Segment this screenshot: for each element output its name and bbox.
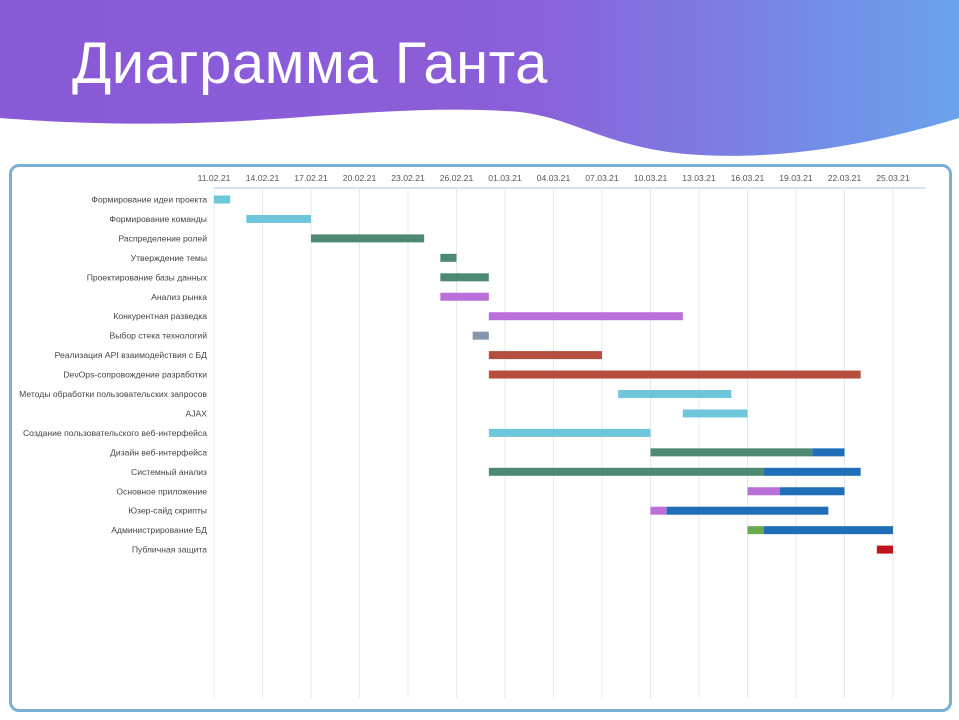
x-axis-ticks: 11.02.21 14.02.21 17.02.21 20.02.21 23.02.21… <box>198 173 910 183</box>
x-tick-label: 14.02.21 <box>246 173 280 183</box>
task-bar <box>747 526 764 535</box>
x-tick-label: 20.02.21 <box>343 173 377 183</box>
task-bar <box>876 545 893 554</box>
task-bar <box>488 370 861 379</box>
task-label: Дизайн веб-интерфейса <box>110 447 207 457</box>
x-tick-label: 25.03.21 <box>876 173 910 183</box>
x-tick-label: 13.03.21 <box>682 173 716 183</box>
task-bar <box>812 448 845 457</box>
task-bar <box>488 428 651 437</box>
task-bar <box>488 467 764 476</box>
task-bar <box>311 234 425 243</box>
task-label: Публичная защита <box>132 545 207 555</box>
header-wave-background <box>0 0 959 156</box>
x-tick-label: 19.03.21 <box>779 173 813 183</box>
task-label: Распределение ролей <box>118 233 207 243</box>
task-label: Проектирование базы данных <box>87 272 208 282</box>
task-bar <box>440 292 489 301</box>
x-tick-label: 07.03.21 <box>585 173 619 183</box>
task-label: Администрирование БД <box>111 525 207 535</box>
task-bar <box>682 409 748 418</box>
task-bar <box>488 312 683 321</box>
task-bar <box>488 351 602 360</box>
x-tick-label: 23.02.21 <box>391 173 425 183</box>
task-label: Конкурентная разведка <box>113 311 207 321</box>
slide-title: Диаграмма Ганта <box>72 31 548 96</box>
grid-layer <box>213 187 926 698</box>
x-tick-label: 04.03.21 <box>537 173 571 183</box>
task-bar <box>666 506 829 515</box>
task-bar <box>650 506 667 515</box>
task-bar <box>779 487 845 496</box>
task-bar <box>440 273 489 282</box>
x-tick-label: 10.03.21 <box>634 173 668 183</box>
task-bars <box>214 195 893 554</box>
task-bar <box>747 487 780 496</box>
x-tick-label: 17.02.21 <box>294 173 328 183</box>
task-bar <box>618 390 732 398</box>
task-bar <box>763 526 893 535</box>
x-tick-label: 22.03.21 <box>828 173 862 183</box>
task-label: Формирование команды <box>109 214 207 224</box>
task-label: Юзер-сайд скрипты <box>128 506 207 516</box>
x-tick-label: 16.03.21 <box>731 173 765 183</box>
task-bar <box>763 467 861 476</box>
x-tick-label: 01.03.21 <box>488 173 522 183</box>
chart-frame <box>9 164 952 712</box>
task-bar <box>472 331 489 340</box>
task-label: Выбор стека технологий <box>110 331 208 341</box>
task-label: AJAX <box>186 408 208 418</box>
task-label: Формирование идеи проекта <box>91 195 207 205</box>
task-label: Анализ рынка <box>151 292 207 302</box>
task-label: Реализация API взаимодействия с БД <box>55 350 207 360</box>
task-bar <box>214 195 231 204</box>
task-label: Основное приложение <box>116 486 207 496</box>
task-label: Создание пользовательского веб-интерфейс… <box>23 428 207 438</box>
x-tick-label: 11.02.21 <box>198 173 231 183</box>
x-tick-label: 26.02.21 <box>440 173 474 183</box>
task-bar <box>246 214 311 223</box>
task-label: DevOps-сопровождение разработки <box>63 370 207 380</box>
task-label: Системный анализ <box>131 467 207 477</box>
task-label: Методы обработки пользовательских запрос… <box>19 389 207 399</box>
task-bar <box>650 448 813 457</box>
task-bar <box>440 253 457 262</box>
task-label: Утверждение темы <box>131 253 207 263</box>
